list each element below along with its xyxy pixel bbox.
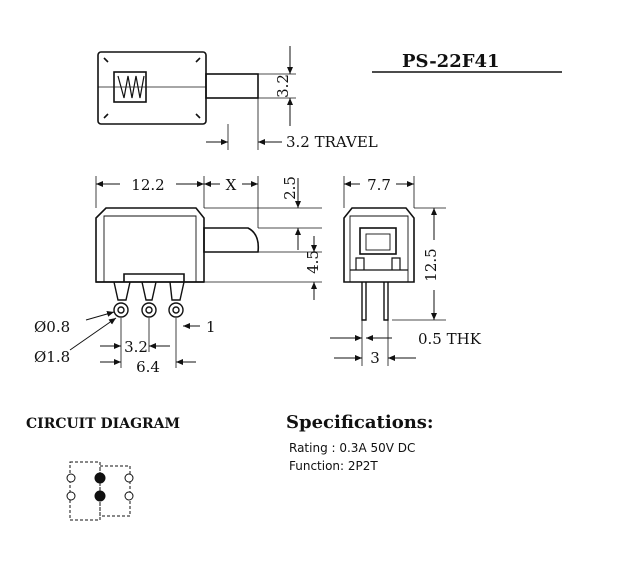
front-view-actuator bbox=[203, 227, 260, 253]
pin-pitch-label: 3.2 bbox=[124, 338, 148, 356]
front-view bbox=[69, 176, 322, 368]
top-view bbox=[97, 46, 296, 150]
side-view bbox=[330, 176, 446, 366]
top-view-actuator bbox=[205, 73, 259, 99]
circuit-title: CIRCUIT DIAGRAM bbox=[26, 416, 180, 432]
hole-large-label: Ø1.8 bbox=[34, 348, 70, 366]
pin-spacing-label: 3 bbox=[370, 349, 380, 367]
terminal-icon bbox=[66, 491, 76, 501]
terminal-icon bbox=[124, 473, 134, 483]
side-view-housing bbox=[343, 207, 415, 283]
top-view-slider bbox=[113, 71, 147, 103]
specs-rating: Rating : 0.3A 50V DC bbox=[289, 441, 415, 455]
top-view-height-label: 3.2 bbox=[274, 74, 292, 98]
part-number: PS-22F41 bbox=[402, 51, 500, 72]
side-height-label: 12.5 bbox=[422, 248, 440, 281]
specs-function: Function: 2P2T bbox=[289, 459, 378, 473]
actuator-offset-label: 2.5 bbox=[281, 176, 299, 200]
circuit-right-frame bbox=[99, 465, 131, 517]
terminal-icon bbox=[124, 491, 134, 501]
travel-label: 3.2 TRAVEL bbox=[286, 133, 378, 151]
side-width-label: 7.7 bbox=[367, 176, 391, 194]
specs-title: Specifications: bbox=[286, 412, 434, 433]
actuator-height-label: 4.5 bbox=[304, 250, 322, 274]
front-width-label: 12.2 bbox=[131, 176, 164, 194]
hole-small-label: Ø0.8 bbox=[34, 318, 70, 336]
pin-span-label: 6.4 bbox=[136, 358, 160, 376]
common-terminal-icon bbox=[94, 490, 106, 502]
pin-width-label: 1 bbox=[206, 318, 216, 336]
front-view-pins bbox=[113, 281, 185, 318]
front-x-label: X bbox=[226, 176, 237, 194]
terminal-icon bbox=[66, 473, 76, 483]
circuit-left-frame bbox=[69, 461, 101, 521]
front-view-housing bbox=[95, 207, 205, 283]
circuit-diagram bbox=[66, 461, 134, 521]
common-terminal-icon bbox=[94, 472, 106, 484]
thickness-label: 0.5 THK bbox=[418, 330, 482, 348]
side-view-actuator bbox=[359, 227, 397, 255]
front-view-base bbox=[123, 273, 185, 282]
spring-icon bbox=[117, 75, 145, 99]
side-view-pins bbox=[361, 282, 389, 321]
